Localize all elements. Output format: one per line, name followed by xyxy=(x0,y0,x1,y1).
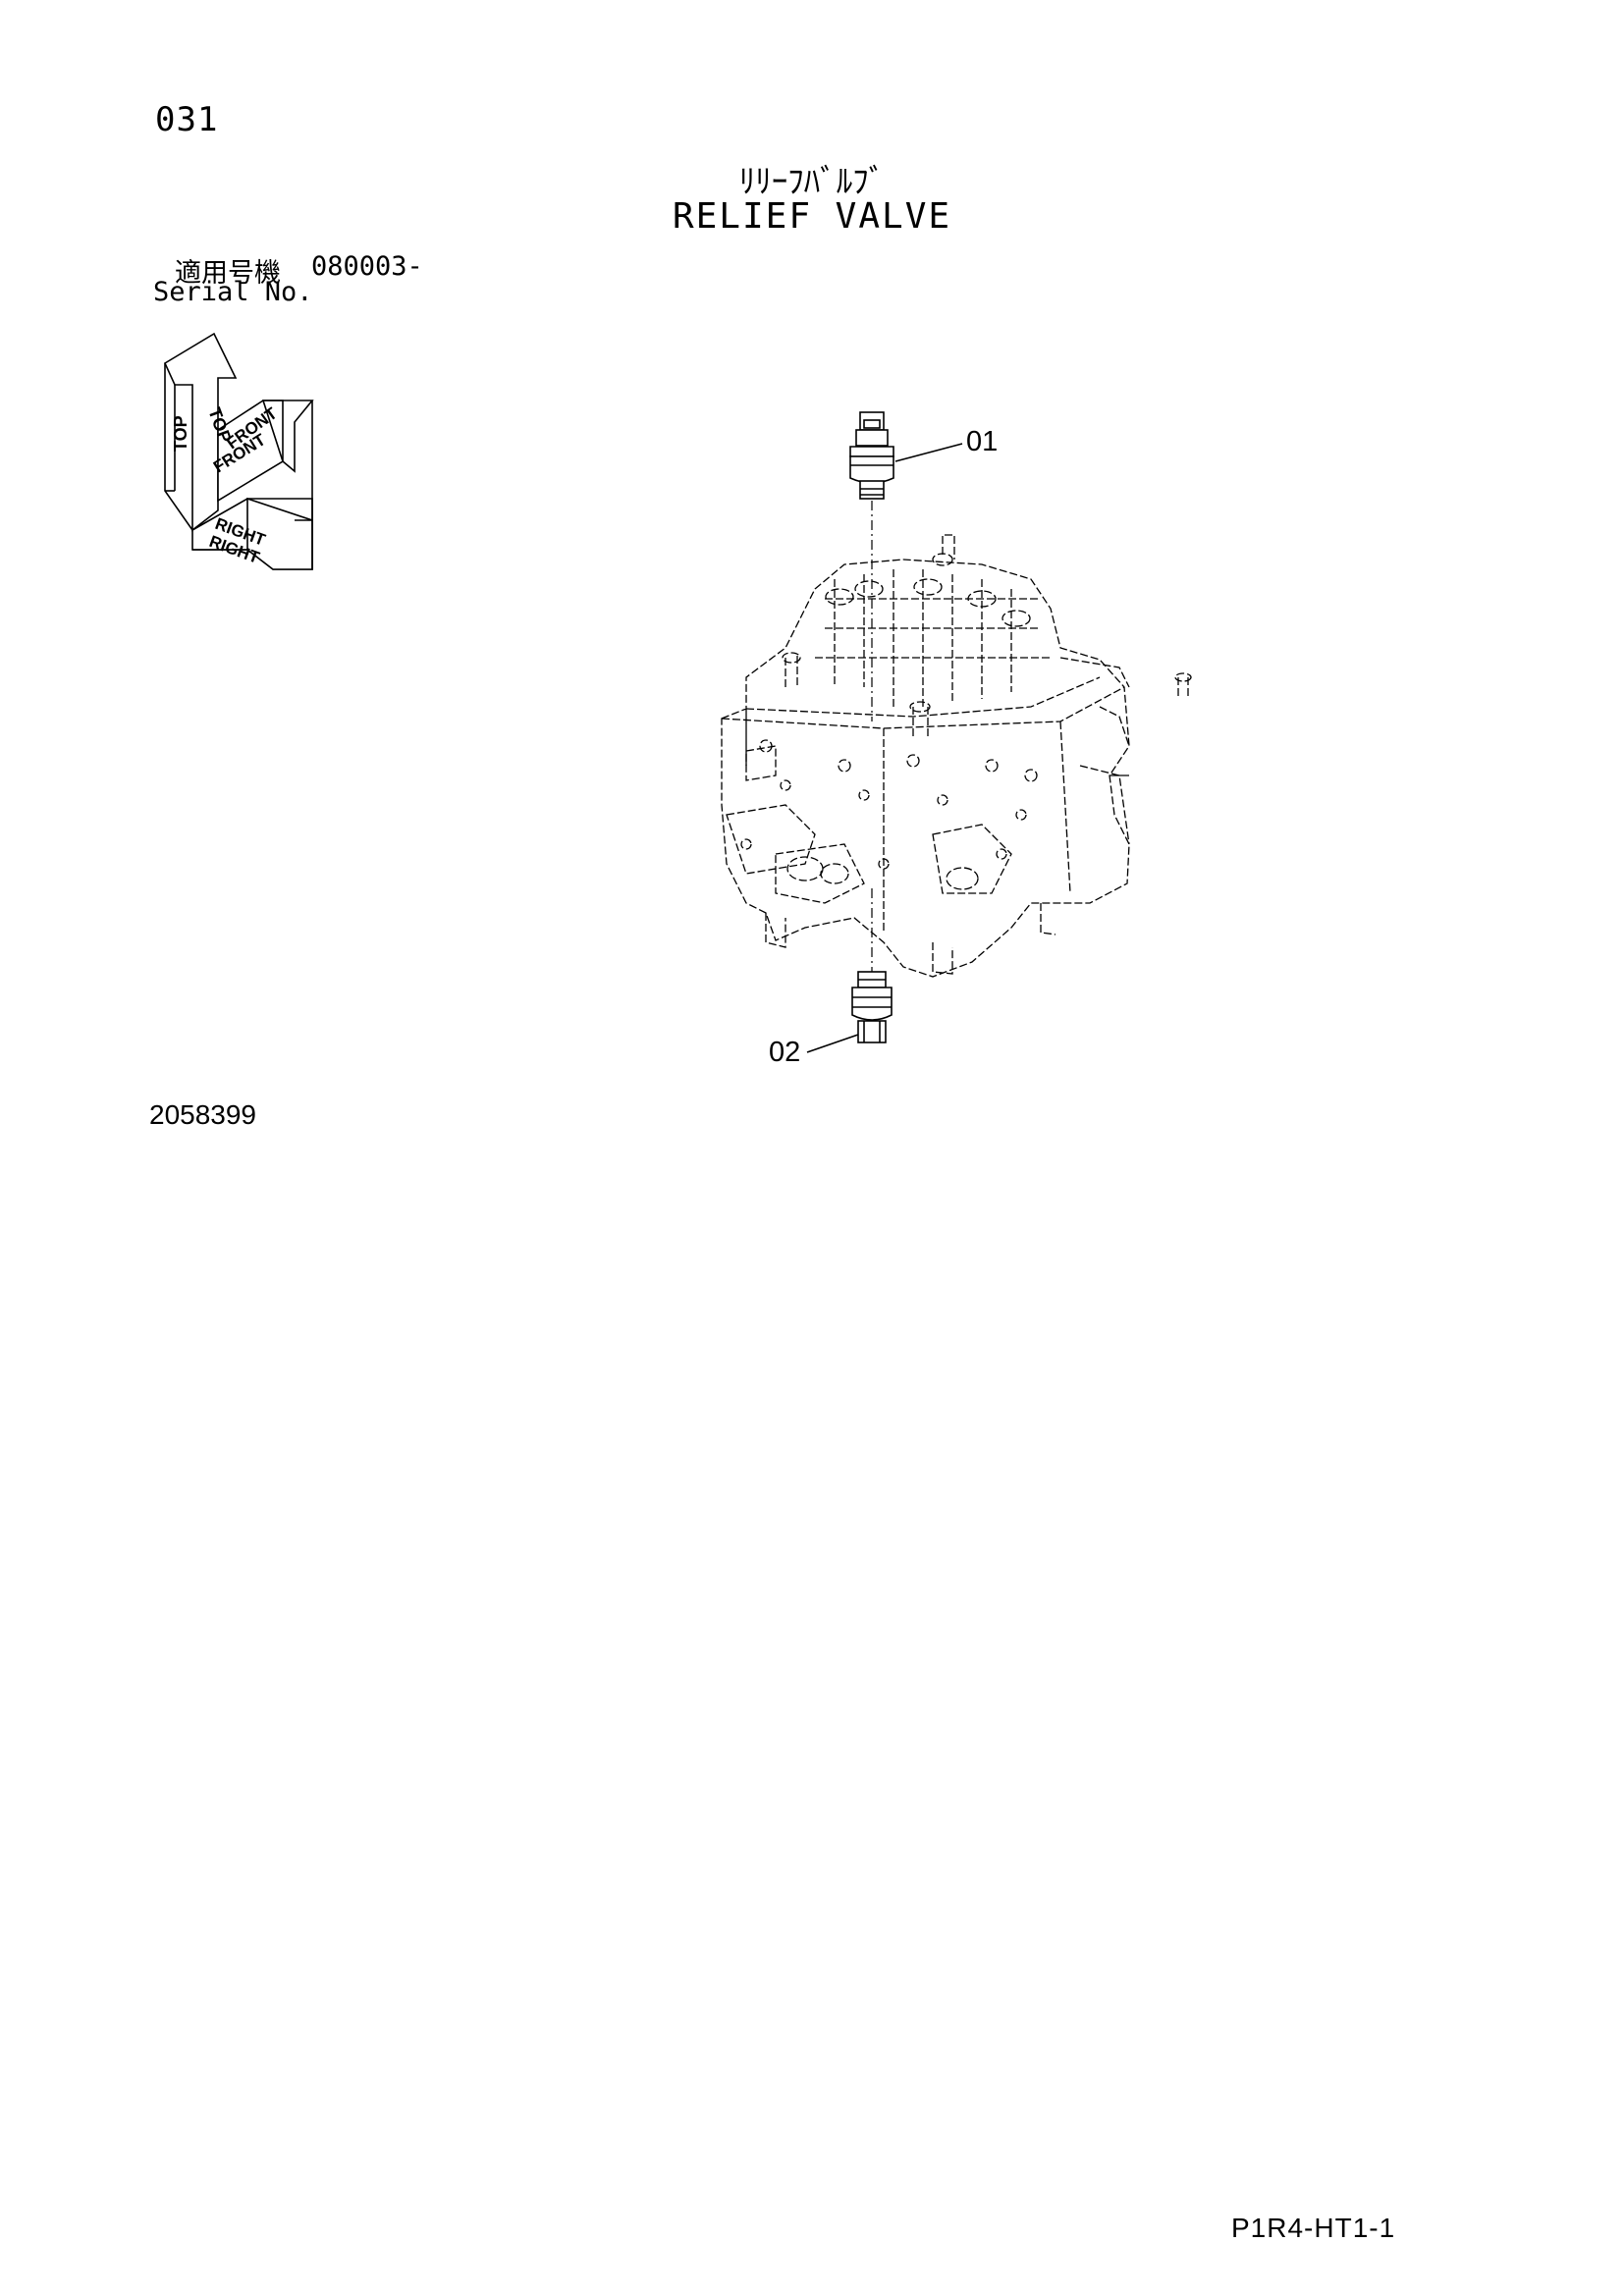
title-japanese: ﾘﾘｰﾌﾊﾞﾙﾌﾞ xyxy=(738,162,886,200)
relief-valve-01-icon xyxy=(849,411,894,500)
callout-01: 01 xyxy=(966,426,999,457)
page-number: 031 xyxy=(155,100,219,139)
callout-02: 02 xyxy=(769,1037,801,1068)
valve-block-side-outline xyxy=(745,709,1129,776)
serial-label-english: Serial No. xyxy=(153,277,313,307)
figure-id: 2058399 xyxy=(149,1099,257,1130)
leader-line-02 xyxy=(806,1034,859,1053)
relief-valve-02-icon xyxy=(851,971,893,1043)
leader-line-01 xyxy=(894,443,963,462)
orientation-label-top: TOP xyxy=(171,415,190,452)
orientation-indicator-icon xyxy=(163,332,314,570)
serial-label-japanese: 適用号機 xyxy=(175,258,281,289)
serial-number: 080003- xyxy=(311,251,423,282)
control-valve-block-icon xyxy=(721,534,1192,978)
title-english: RELIEF VALVE xyxy=(672,196,952,237)
page-code: P1R4-HT1-1 xyxy=(1231,2213,1396,2243)
